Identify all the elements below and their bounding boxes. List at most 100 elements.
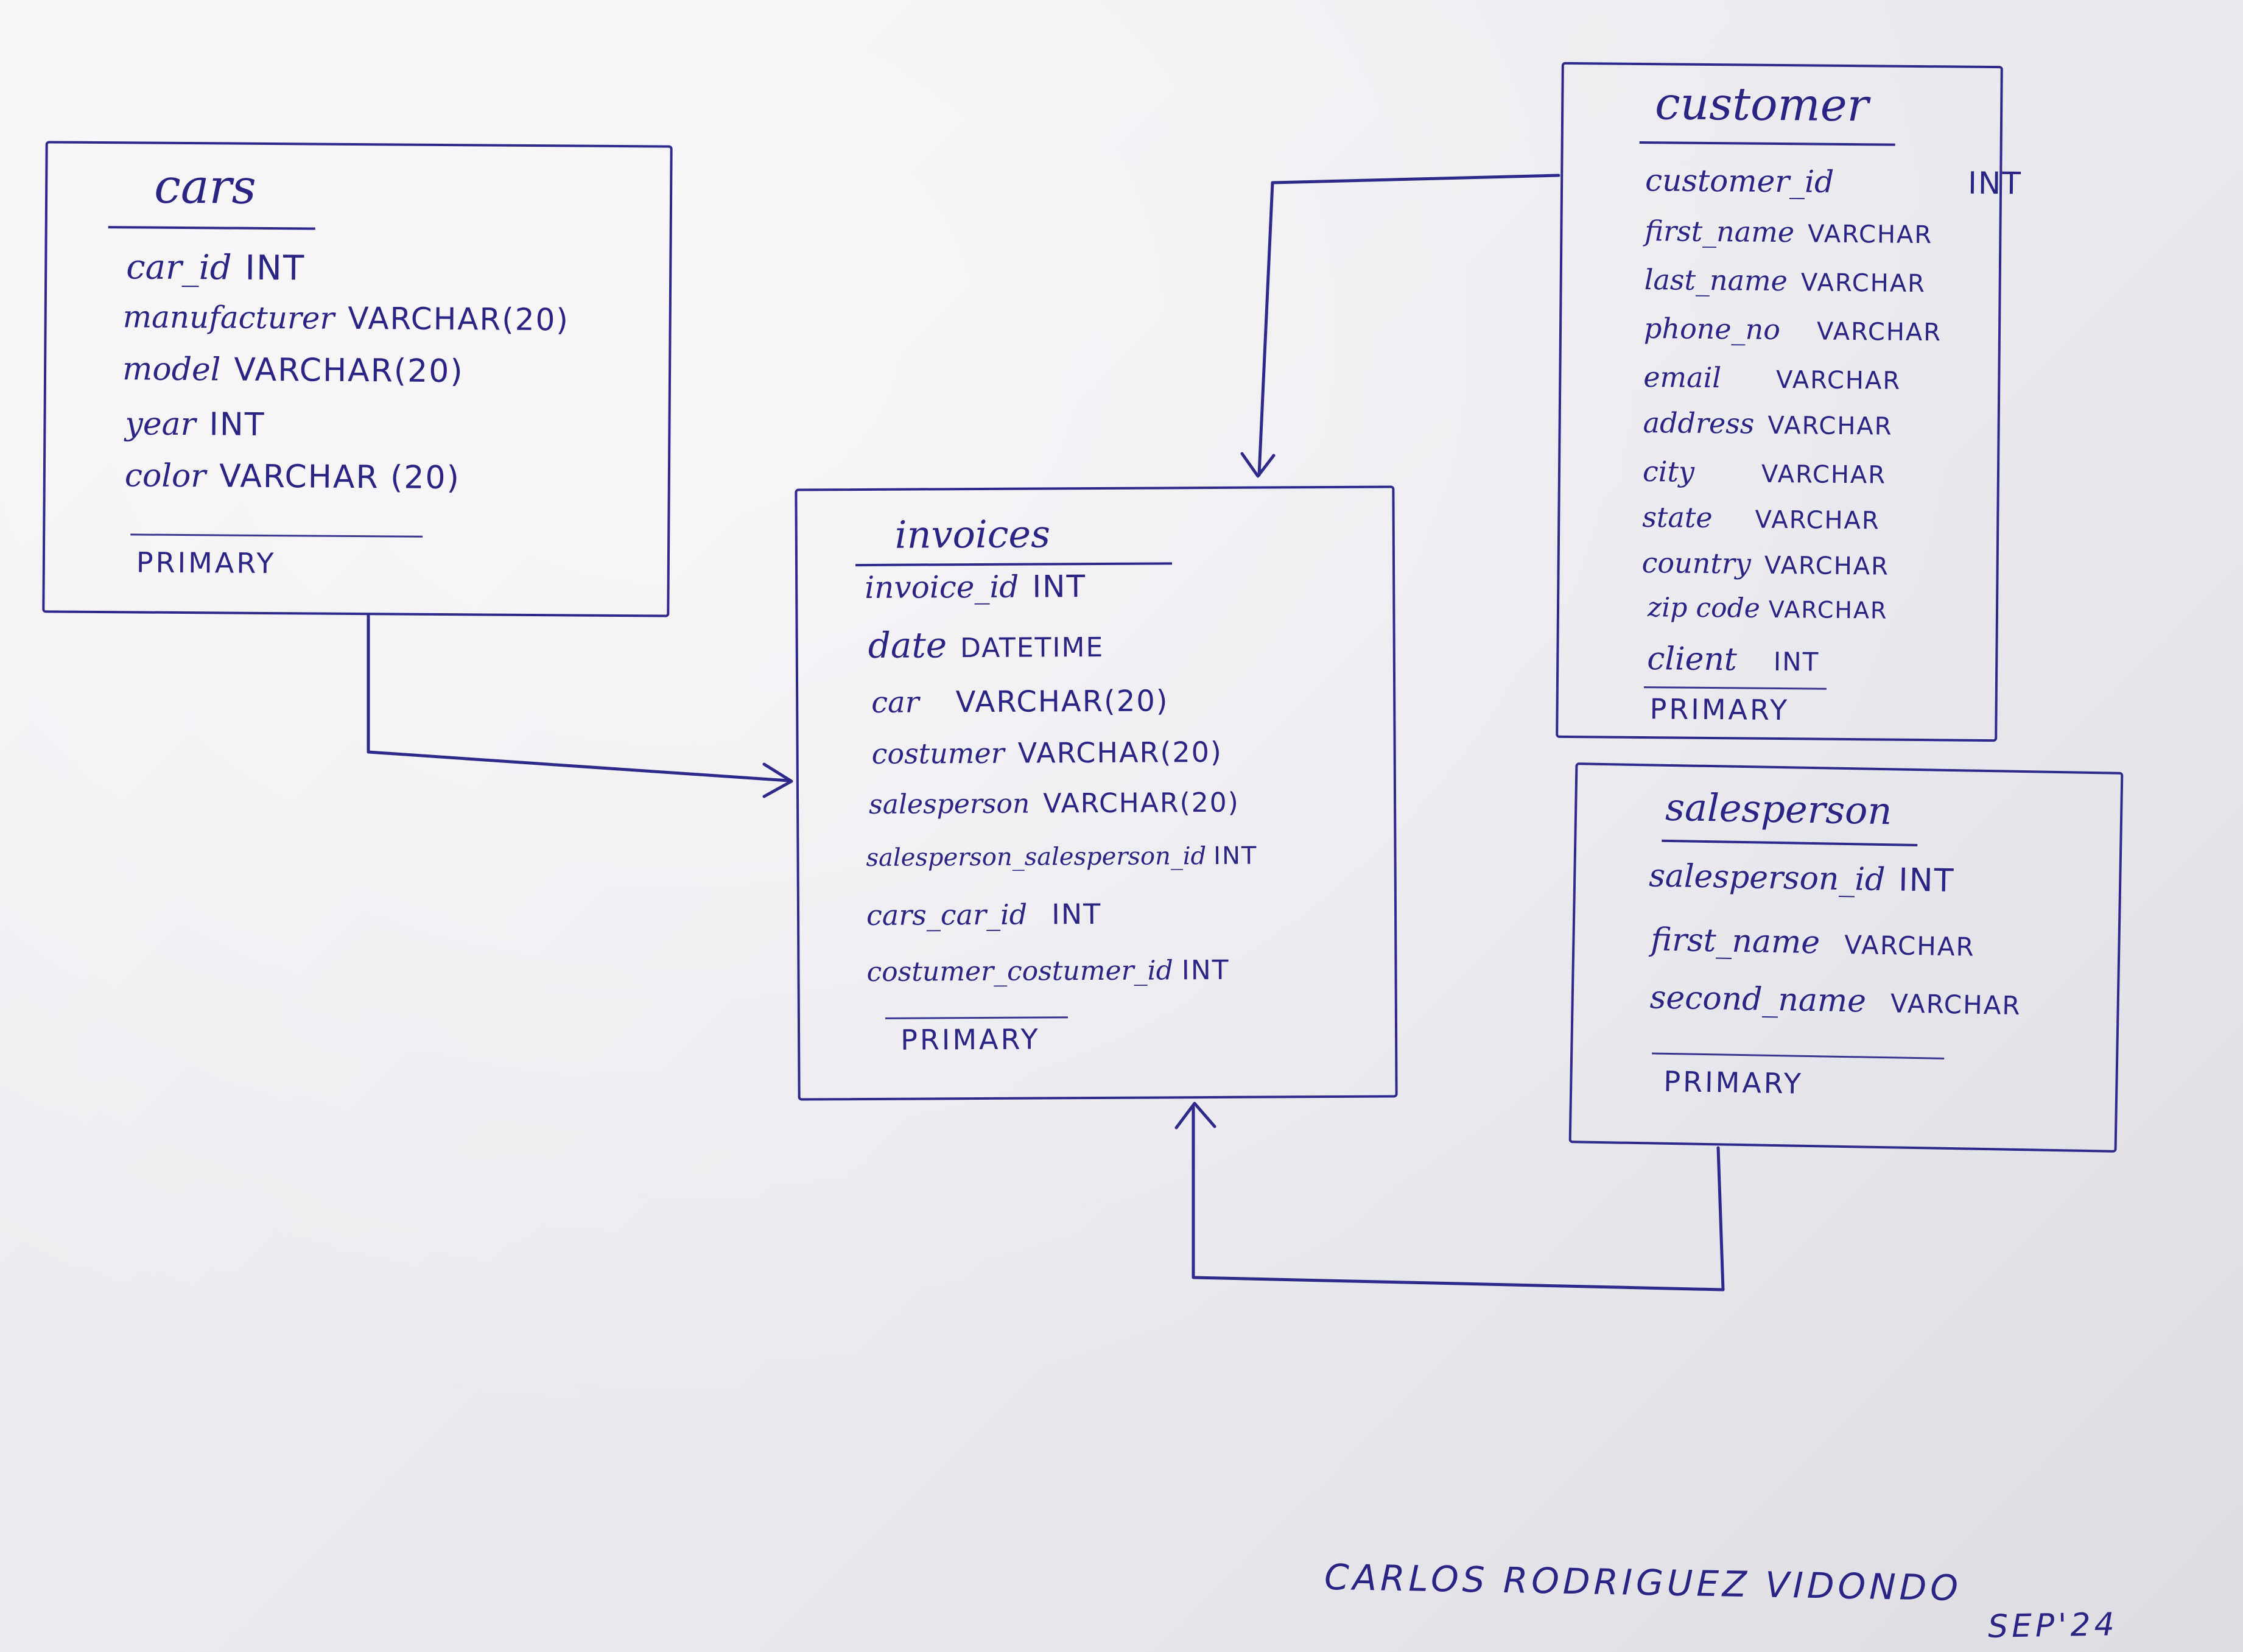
field-name: second_name: [1649, 979, 1867, 1020]
field-type: VARCHAR: [1764, 551, 1890, 581]
field-name: first_name: [1650, 921, 1820, 961]
field-row: state VARCHAR: [1642, 501, 1880, 535]
field-type: INT: [1213, 842, 1258, 870]
primary-separator: [885, 1016, 1068, 1019]
field-name: salesperson: [868, 788, 1030, 820]
field-name: client: [1647, 641, 1738, 678]
field-name: date: [868, 624, 947, 666]
field-row: email VARCHAR: [1643, 360, 1901, 396]
field-type: INT: [1032, 569, 1087, 605]
field-name: manufacturer: [122, 299, 335, 336]
field-row: color VARCHAR (20): [125, 457, 460, 496]
field-row: first_name VARCHAR: [1651, 921, 1975, 963]
field-type: VARCHAR(20): [1017, 735, 1223, 770]
connector-customer-to-invoices: [1257, 174, 1560, 477]
field-type: VARCHAR: [1816, 317, 1942, 347]
field-row: manufacturer VARCHAR(20): [123, 299, 570, 337]
field-name: cars_car_id: [866, 898, 1028, 932]
field-row: address VARCHAR: [1643, 406, 1892, 441]
field-type: VARCHAR: [1800, 269, 1926, 298]
primary-separator: [130, 533, 423, 538]
field-name: salesperson_salesperson_id: [866, 842, 1207, 872]
field-row: first_name VARCHAR: [1645, 214, 1932, 250]
connector-salesperson-to-invoices: [1192, 1105, 1725, 1292]
field-row: car_id INT: [126, 247, 305, 288]
primary-separator: [1643, 686, 1827, 690]
arrowhead-salesperson-to-invoices: [1174, 1102, 1216, 1130]
primary-separator: [1652, 1052, 1945, 1060]
table-title: salesperson: [1665, 784, 1893, 834]
field-row: model VARCHAR(20): [122, 351, 464, 390]
field-row: country VARCHAR: [1641, 546, 1889, 582]
field-type: VARCHAR: [1761, 460, 1887, 490]
field-row: city VARCHAR: [1643, 455, 1887, 490]
field-name: color: [124, 457, 206, 495]
field-type: VARCHAR: [1768, 596, 1888, 624]
field-type: INT: [209, 406, 265, 443]
field-name: last_name: [1644, 263, 1788, 298]
field-name: zip code: [1647, 592, 1761, 624]
field-type: VARCHAR(20): [348, 300, 570, 338]
field-type: VARCHAR: [1755, 505, 1880, 535]
primary-key-label: PRIMARY: [1649, 692, 1790, 727]
field-name: model: [122, 351, 221, 388]
field-name: country: [1641, 546, 1752, 580]
signature-date: SEP'24: [1987, 1606, 2119, 1645]
field-type: INT: [1898, 862, 1955, 900]
field-name: car: [871, 685, 919, 720]
field-row: date DATETIME: [868, 624, 1104, 666]
field-name: email: [1643, 360, 1722, 395]
table-title: customer: [1654, 77, 1869, 132]
arrowhead-customer-to-invoices: [1240, 452, 1276, 478]
field-name: car_id: [126, 247, 232, 288]
field-type: VARCHAR (20): [219, 458, 461, 497]
field-type: INT: [245, 248, 306, 289]
field-type: INT: [1181, 954, 1230, 986]
field-type: VARCHAR: [1844, 929, 1976, 962]
connector-cars-to-invoices: [367, 613, 790, 782]
field-type: INT: [1967, 165, 2023, 202]
field-type: VARCHAR: [1775, 365, 1901, 395]
field-name: year: [125, 406, 196, 443]
title-underline: [855, 562, 1173, 567]
field-name: invoice_id: [865, 569, 1019, 605]
field-row: invoice_id INT: [865, 569, 1086, 605]
field-name: city: [1642, 455, 1695, 488]
field-name: phone_no: [1643, 312, 1781, 346]
field-type: INT: [1051, 897, 1102, 931]
primary-key-label: PRIMARY: [136, 546, 276, 580]
field-name: state: [1642, 501, 1713, 535]
field-row: salesperson_id INT: [1649, 857, 1955, 899]
field-name: first_name: [1645, 214, 1795, 249]
title-underline: [1639, 141, 1895, 146]
field-type: VARCHAR: [1767, 411, 1893, 441]
title-underline: [1662, 839, 1918, 847]
table-salesperson: salesperson salesperson_id INT first_name…: [1568, 762, 2124, 1153]
field-type: VARCHAR(20): [234, 351, 464, 390]
field-type: DATETIME: [960, 631, 1104, 664]
field-type: VARCHAR: [1807, 220, 1933, 250]
table-title: invoices: [894, 511, 1051, 557]
primary-key-label: PRIMARY: [900, 1022, 1041, 1056]
field-row: phone_no VARCHAR: [1644, 312, 1942, 347]
field-name: address: [1643, 406, 1755, 440]
field-row: year INT: [125, 406, 265, 443]
field-name: salesperson_id: [1648, 857, 1886, 899]
arrowhead-cars-to-invoices: [762, 762, 793, 798]
primary-key-label: PRIMARY: [1663, 1064, 1804, 1100]
field-name: costumer_costumer_id: [866, 955, 1173, 988]
field-type: INT: [1773, 646, 1820, 677]
field-row: client INT: [1647, 641, 1820, 678]
field-row: last_name VARCHAR: [1645, 263, 1926, 298]
